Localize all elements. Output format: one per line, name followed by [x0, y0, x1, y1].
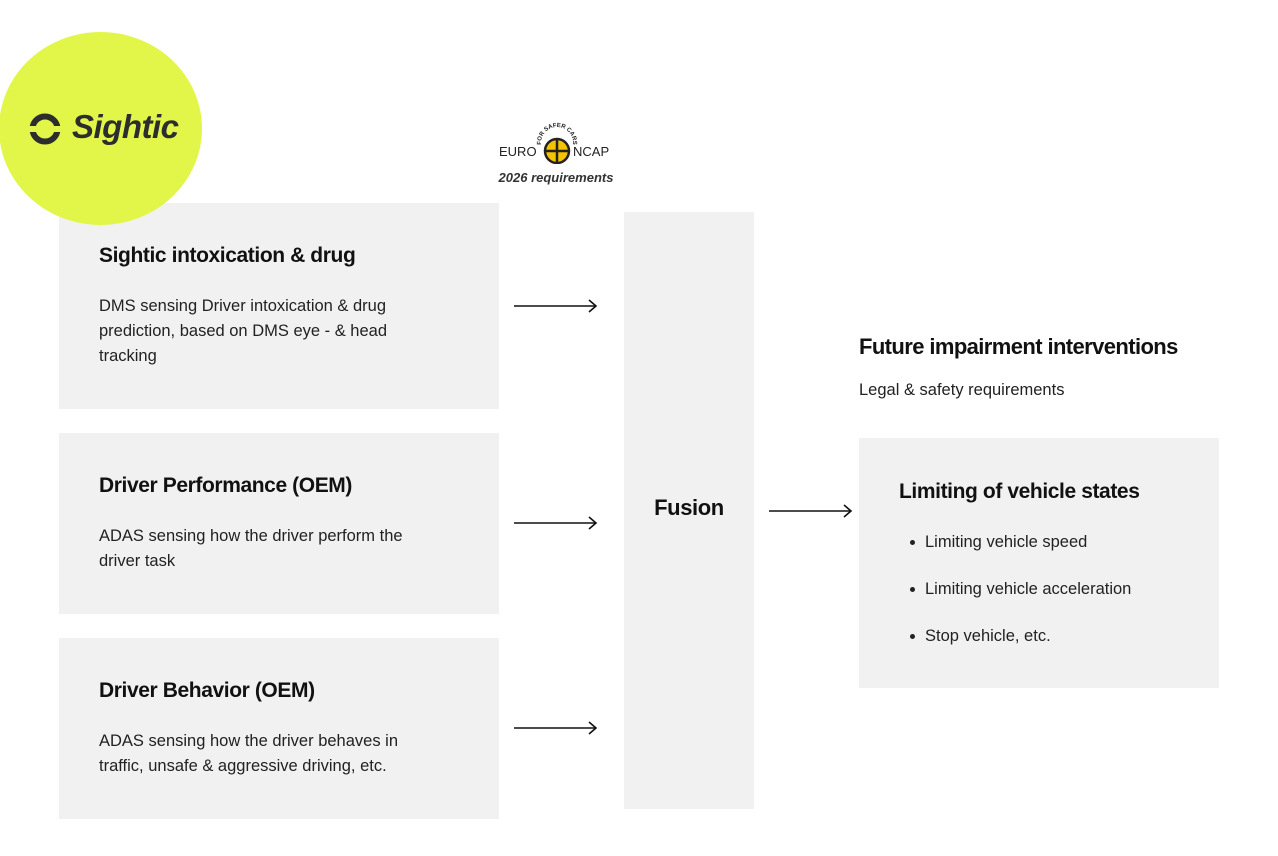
euro-ncap-logo: FOR SAFER CARS EURO NCAP: [499, 123, 609, 164]
card-description: ADAS sensing how the driver behaves in t…: [99, 732, 398, 775]
arrow-right-icon: [514, 516, 598, 530]
future-title: Future impairment interventions: [859, 334, 1178, 359]
limits-box: Limiting of vehicle states Limiting vehi…: [859, 438, 1219, 688]
card-description: DMS sensing Driver intoxication & drug p…: [99, 297, 388, 365]
list-item: Stop vehicle, etc.: [907, 626, 1131, 673]
ncap-left-text: EURO: [499, 144, 537, 159]
fusion-box: Fusion: [624, 212, 754, 809]
future-subtitle: Legal & safety requirements: [859, 381, 1065, 399]
card-title: Sightic intoxication & drug: [99, 244, 356, 267]
arrow-right-icon: [514, 299, 598, 313]
card-description: ADAS sensing how the driver perform the …: [99, 527, 403, 570]
limits-title: Limiting of vehicle states: [899, 480, 1140, 503]
card-title: Driver Behavior (OEM): [99, 679, 315, 702]
fusion-label: Fusion: [654, 495, 724, 520]
input-card-performance: Driver Performance (OEM) ADAS sensing ho…: [59, 433, 499, 614]
arrow-right-icon: [769, 504, 853, 518]
input-card-intoxication: Sightic intoxication & drug DMS sensing …: [59, 203, 499, 409]
input-card-behavior: Driver Behavior (OEM) ADAS sensing how t…: [59, 638, 499, 819]
card-title: Driver Performance (OEM): [99, 474, 352, 497]
brand-name: Sightic: [72, 108, 179, 145]
ncap-subtitle: 2026 requirements: [498, 170, 614, 185]
list-item: Limiting vehicle speed: [907, 532, 1131, 579]
list-item: Limiting vehicle acceleration: [907, 579, 1131, 626]
limits-list: Limiting vehicle speed Limiting vehicle …: [907, 532, 1131, 673]
arrow-right-icon: [514, 721, 598, 735]
sightic-logo-icon: [26, 113, 64, 145]
ncap-right-text: NCAP: [573, 144, 609, 159]
